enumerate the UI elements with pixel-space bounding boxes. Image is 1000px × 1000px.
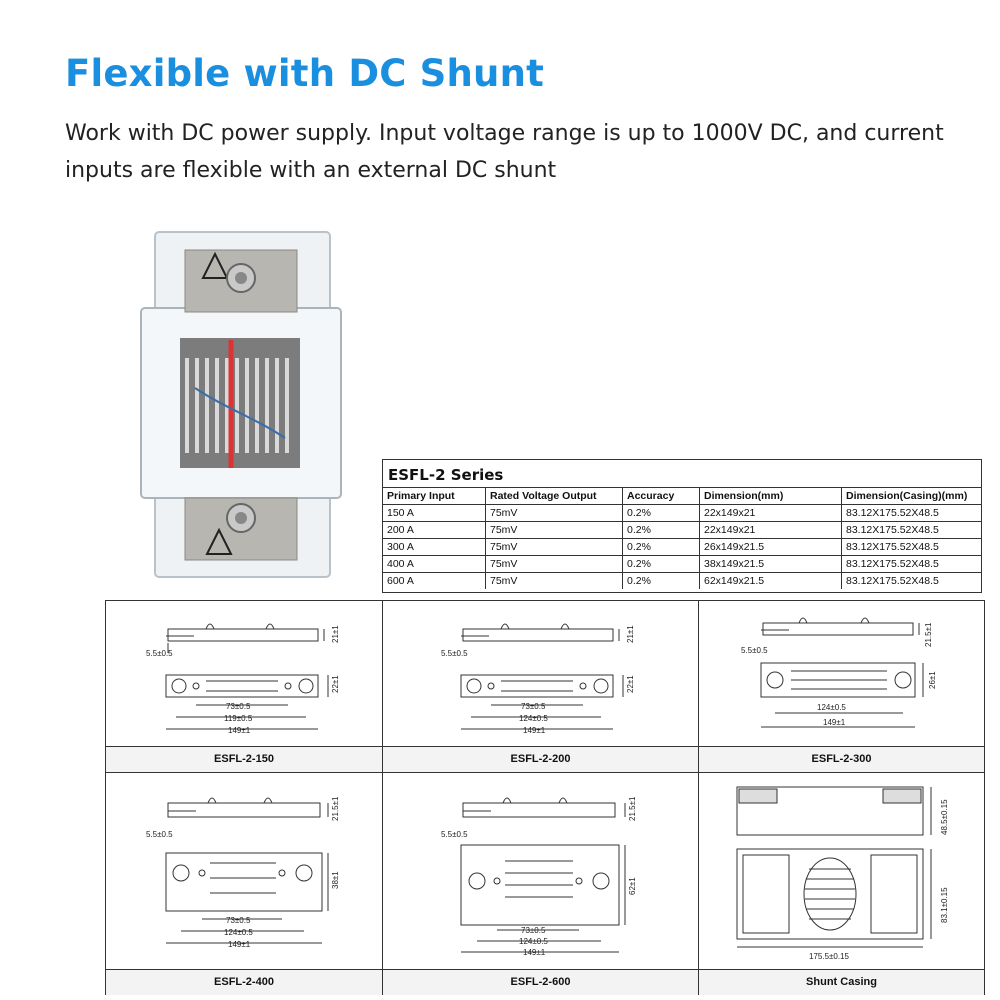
cell: 26x149x21.5: [699, 538, 842, 556]
cell: 75mV: [485, 521, 623, 539]
cell: 0.2%: [622, 555, 700, 573]
dim-width-label: 62±1: [628, 877, 637, 895]
drawing-caption: ESFL-2-400: [106, 969, 382, 995]
dim-width-label: 22±1: [626, 675, 635, 693]
shunt-product-photo: [135, 228, 365, 588]
cell: 0.2%: [622, 504, 700, 522]
table-row: 150 A 75mV 0.2% 22x149x21 83.12X175.52X4…: [383, 504, 981, 522]
dim-3-label: 149±1: [228, 726, 251, 735]
dim-left-label: 5.5±0.5: [741, 646, 768, 655]
dim-2-label: 124±0.5: [519, 714, 548, 723]
dim-width-label: 22±1: [331, 675, 340, 693]
dim-left-label: 5.5±0.5: [441, 649, 468, 658]
cell: 38x149x21.5: [699, 555, 842, 573]
table-row: 400 A 75mV 0.2% 38x149x21.5 83.12X175.52…: [383, 555, 981, 573]
dim-1-label: 73±0.5: [226, 702, 251, 711]
col-dimension: Dimension(mm): [699, 488, 842, 505]
cell: 75mV: [485, 555, 623, 573]
cell: 83.12X175.52X48.5: [841, 538, 981, 556]
drawing-esfl-2-400: 5.5±0.5 21.5±1 38±1 73±0.5 124±0.5 149±1…: [106, 772, 383, 995]
table-row: 300 A 75mV 0.2% 26x149x21.5 83.12X175.52…: [383, 538, 981, 556]
cell: 0.2%: [622, 538, 700, 556]
dim-3-label: 149±1: [523, 948, 546, 957]
drawing-esfl-2-150: 5.5±0.5 21±1 22±1 73±0.5 119±0.5 149±1 E…: [106, 601, 383, 772]
dim-3-label: 149±1: [823, 718, 846, 727]
cell: 0.2%: [622, 521, 700, 539]
cell: 62x149x21.5: [699, 572, 842, 589]
dim-3-label: 149±1: [228, 940, 251, 949]
dim-1-label: 73±0.5: [226, 916, 251, 925]
table-row: 600 A 75mV 0.2% 62x149x21.5 83.12X175.52…: [383, 572, 981, 589]
col-primary-input: Primary Input: [383, 488, 486, 505]
dim-left-label: 5.5±0.5: [441, 830, 468, 839]
dim-height-label: 21±1: [331, 625, 340, 643]
drawing-caption: ESFL-2-150: [106, 746, 382, 772]
cell: 600 A: [383, 572, 486, 589]
cell: 300 A: [383, 538, 486, 556]
dim-1-label: 73±0.5: [521, 926, 546, 935]
spec-table: ESFL-2 Series Primary Input Rated Voltag…: [382, 459, 982, 593]
col-rated-voltage: Rated Voltage Output: [485, 488, 623, 505]
spec-header-row: Primary Input Rated Voltage Output Accur…: [383, 488, 981, 505]
dim-2-label: 119±0.5: [224, 714, 253, 723]
spec-table-title: ESFL-2 Series: [383, 460, 981, 488]
dim-casing-height-label: 48.5±0.15: [940, 799, 949, 835]
drawing-shunt-casing: 48.5±0.15 83.1±0.15 175.5±0.15 Shunt Cas…: [699, 772, 984, 995]
cell: 83.12X175.52X48.5: [846, 575, 939, 587]
page-title: Flexible with DC Shunt: [65, 52, 545, 95]
dim-height-label: 21.5±1: [628, 796, 637, 821]
dim-height-label: 21.5±1: [924, 622, 933, 647]
cell: 150 A: [383, 504, 486, 522]
cell: 83.12X175.52X48.5: [841, 504, 981, 522]
drawing-caption: ESFL-2-300: [699, 746, 984, 772]
col-accuracy: Accuracy: [622, 488, 700, 505]
drawing-caption: ESFL-2-600: [383, 969, 698, 995]
dim-1-label: 124±0.5: [817, 703, 846, 712]
dim-casing-depth-label: 83.1±0.15: [940, 887, 949, 923]
table-row: 200 A 75mV 0.2% 22x149x21 83.12X175.52X4…: [383, 521, 981, 539]
cell: 83.12X175.52X48.5: [841, 555, 981, 573]
dim-width-label: 26±1: [928, 671, 937, 689]
dim-3-label: 149±1: [523, 726, 546, 735]
cell: 75mV: [485, 538, 623, 556]
col-dimension-casing: Dimension(Casing)(mm): [841, 488, 981, 505]
dim-2-label: 124±0.5: [224, 928, 253, 937]
drawing-esfl-2-200: 5.5±0.5 21±1 22±1 73±0.5 124±0.5 149±1 E…: [383, 601, 699, 772]
dim-height-label: 21±1: [626, 625, 635, 643]
dim-left-label: 5.5±0.5: [146, 830, 173, 839]
dim-left-label: 5.5±0.5: [146, 649, 173, 658]
dim-width-label: 38±1: [331, 871, 340, 889]
page-description: Work with DC power supply. Input voltage…: [65, 121, 944, 183]
cell: 75mV: [485, 504, 623, 522]
cell: 0.2%: [622, 572, 700, 589]
dimension-drawings-grid: 5.5±0.5 21±1 22±1 73±0.5 119±0.5 149±1 E…: [105, 600, 985, 995]
drawing-esfl-2-600: 5.5±0.5 21.5±1 62±1 73±0.5 124±0.5 149±1…: [383, 772, 699, 995]
drawing-esfl-2-300: 5.5±0.5 21.5±1 26±1 124±0.5 149±1 ESFL-2…: [699, 601, 984, 772]
cell: 75mV: [485, 572, 623, 589]
cell: 83.12X175.52X48.5: [841, 521, 981, 539]
cell: 200 A: [383, 521, 486, 539]
dim-1-label: 73±0.5: [521, 702, 546, 711]
cell: 22x149x21: [699, 521, 842, 539]
drawing-caption: Shunt Casing: [699, 969, 984, 995]
drawing-caption: ESFL-2-200: [383, 746, 698, 772]
dim-casing-length-label: 175.5±0.15: [809, 952, 850, 961]
cell: 22x149x21: [699, 504, 842, 522]
cell: 400 A: [383, 555, 486, 573]
dim-2-label: 124±0.5: [519, 937, 548, 946]
dim-height-label: 21.5±1: [331, 796, 340, 821]
